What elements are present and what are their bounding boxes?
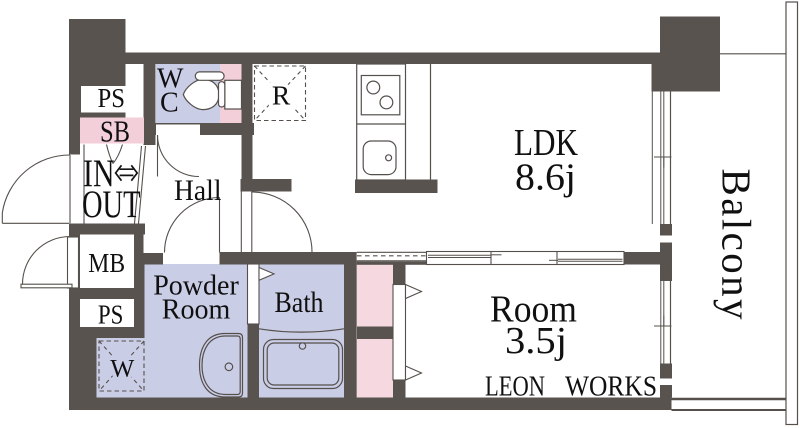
svg-text:Powder: Powder (153, 271, 239, 302)
svg-text:Balcony: Balcony (713, 169, 759, 321)
svg-text:SB: SB (100, 113, 130, 148)
svg-text:R: R (272, 80, 291, 111)
svg-text:IN: IN (83, 152, 115, 195)
svg-text:MB: MB (88, 247, 125, 278)
svg-text:3.5j: 3.5j (505, 320, 567, 362)
svg-text:PS: PS (98, 82, 126, 113)
svg-text:OUT: OUT (82, 183, 141, 226)
svg-text:W: W (157, 64, 184, 95)
svg-text:LDK: LDK (514, 122, 578, 164)
svg-text:Room: Room (162, 295, 231, 326)
svg-text:WORKS: WORKS (565, 372, 657, 403)
svg-text:PS: PS (98, 298, 124, 329)
svg-text:W: W (110, 354, 135, 383)
svg-text:8.6j: 8.6j (515, 157, 576, 199)
svg-text:Hall: Hall (174, 175, 222, 207)
svg-text:Room: Room (490, 289, 577, 331)
svg-text:LEON: LEON (485, 372, 545, 403)
svg-text:C: C (160, 88, 179, 119)
svg-text:Bath: Bath (275, 287, 324, 319)
